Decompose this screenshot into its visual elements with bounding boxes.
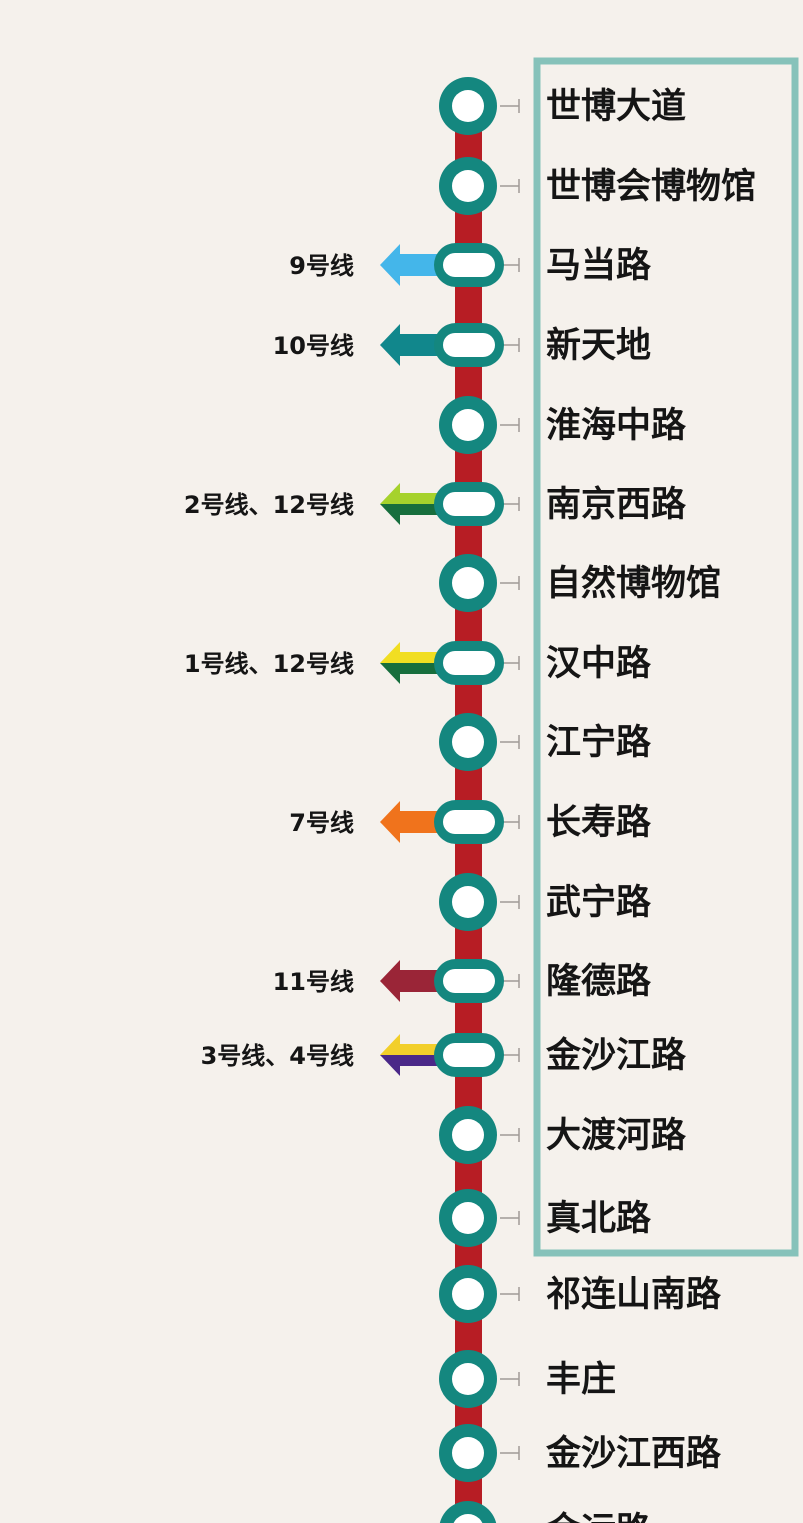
station-name: 丰庄 <box>546 1360 616 1400</box>
transfer-arrow-top <box>380 801 448 822</box>
station: 江宁路 <box>439 713 652 771</box>
station: 自然博物馆 <box>439 554 721 612</box>
station-name: 淮海中路 <box>546 406 687 446</box>
station: 7号线 长寿路 <box>289 800 652 844</box>
transfer-arrow <box>380 642 448 684</box>
transfer-arrow-bottom <box>380 345 448 366</box>
station-name: 江宁路 <box>546 723 652 763</box>
station-name: 祁连山南路 <box>546 1275 722 1315</box>
station-name: 真北路 <box>546 1199 652 1239</box>
station: 淮海中路 <box>439 396 687 454</box>
station: 世博大道 <box>439 77 686 135</box>
transfer-label: 3号线、4号线 <box>201 1042 354 1070</box>
station: 9号线 马当路 <box>289 243 652 287</box>
station-name: 金运路 <box>545 1510 652 1523</box>
transfer-arrow <box>380 324 448 366</box>
station: 祁连山南路 <box>439 1265 722 1323</box>
station: 世博会博物馆 <box>439 157 756 215</box>
transfer-arrow-top <box>380 960 448 981</box>
station-name: 隆德路 <box>546 962 652 1002</box>
highlight-box <box>533 57 799 1257</box>
transfer-station-center <box>443 492 495 516</box>
station: 2号线、12号线 南京西路 <box>184 482 687 526</box>
transfer-arrow <box>380 1034 448 1076</box>
transfer-arrow-top <box>380 244 448 265</box>
station-name: 金沙江西路 <box>545 1433 722 1474</box>
transfer-station-center <box>443 969 495 993</box>
station: 11号线 隆德路 <box>273 959 652 1003</box>
station-center <box>452 1437 484 1469</box>
station-center <box>452 409 484 441</box>
station: 3号线、4号线 金沙江路 <box>201 1033 687 1077</box>
station-center <box>452 90 484 122</box>
transfer-arrow-top <box>380 324 448 345</box>
station-center <box>452 886 484 918</box>
transfer-label: 9号线 <box>289 252 354 280</box>
station: 1号线、12号线 汉中路 <box>184 641 652 685</box>
transfer-arrow <box>380 801 448 843</box>
station: 丰庄 <box>439 1350 616 1408</box>
transfer-label: 1号线、12号线 <box>184 650 354 678</box>
station: 真北路 <box>439 1189 652 1247</box>
transfer-station-center <box>443 1043 495 1067</box>
station-center <box>452 1363 484 1395</box>
station-name: 世博会博物馆 <box>546 167 756 207</box>
station-center <box>452 170 484 202</box>
station-name: 大渡河路 <box>546 1116 687 1156</box>
transfer-arrow-bottom <box>380 663 448 684</box>
station: 大渡河路 <box>439 1106 687 1164</box>
station: 武宁路 <box>439 873 652 931</box>
station-name: 马当路 <box>546 246 652 286</box>
station-center <box>452 1278 484 1310</box>
transfer-label: 2号线、12号线 <box>184 491 354 519</box>
station: 金沙江西路 <box>439 1424 722 1482</box>
transfer-arrow <box>380 244 448 286</box>
station-name: 自然博物馆 <box>546 563 721 604</box>
station-name: 新天地 <box>546 326 651 366</box>
transfer-arrow-bottom <box>380 981 448 1002</box>
transfer-arrow <box>380 960 448 1002</box>
station-name: 金沙江路 <box>545 1035 687 1076</box>
transfer-arrow-bottom <box>380 504 448 525</box>
transfer-arrow-top <box>380 1034 448 1055</box>
station-name: 长寿路 <box>546 803 652 843</box>
transfer-arrow <box>380 483 448 525</box>
transfer-label: 11号线 <box>273 968 354 996</box>
transfer-station-center <box>443 333 495 357</box>
transfer-label: 10号线 <box>273 332 354 360</box>
transfer-station-center <box>443 651 495 675</box>
station-name: 汉中路 <box>546 644 652 684</box>
transfer-arrow-bottom <box>380 265 448 286</box>
station: 10号线 新天地 <box>273 323 651 367</box>
transfer-arrow-top <box>380 483 448 504</box>
transfer-label: 7号线 <box>289 809 354 837</box>
station-name: 南京西路 <box>546 484 687 525</box>
transfer-station-center <box>443 253 495 277</box>
transfer-arrow-top <box>380 642 448 663</box>
station-name: 世博大道 <box>546 87 686 127</box>
station-center <box>453 1514 483 1523</box>
station-name: 武宁路 <box>546 883 652 923</box>
station-center <box>452 1119 484 1151</box>
station: 金运路 <box>439 1501 652 1523</box>
station-center <box>452 567 484 599</box>
transfer-arrow-bottom <box>380 1055 448 1076</box>
station-center <box>452 726 484 758</box>
transfer-arrow-bottom <box>380 822 448 843</box>
station-ring <box>439 1501 497 1523</box>
transfer-station-center <box>443 810 495 834</box>
station-center <box>452 1202 484 1234</box>
